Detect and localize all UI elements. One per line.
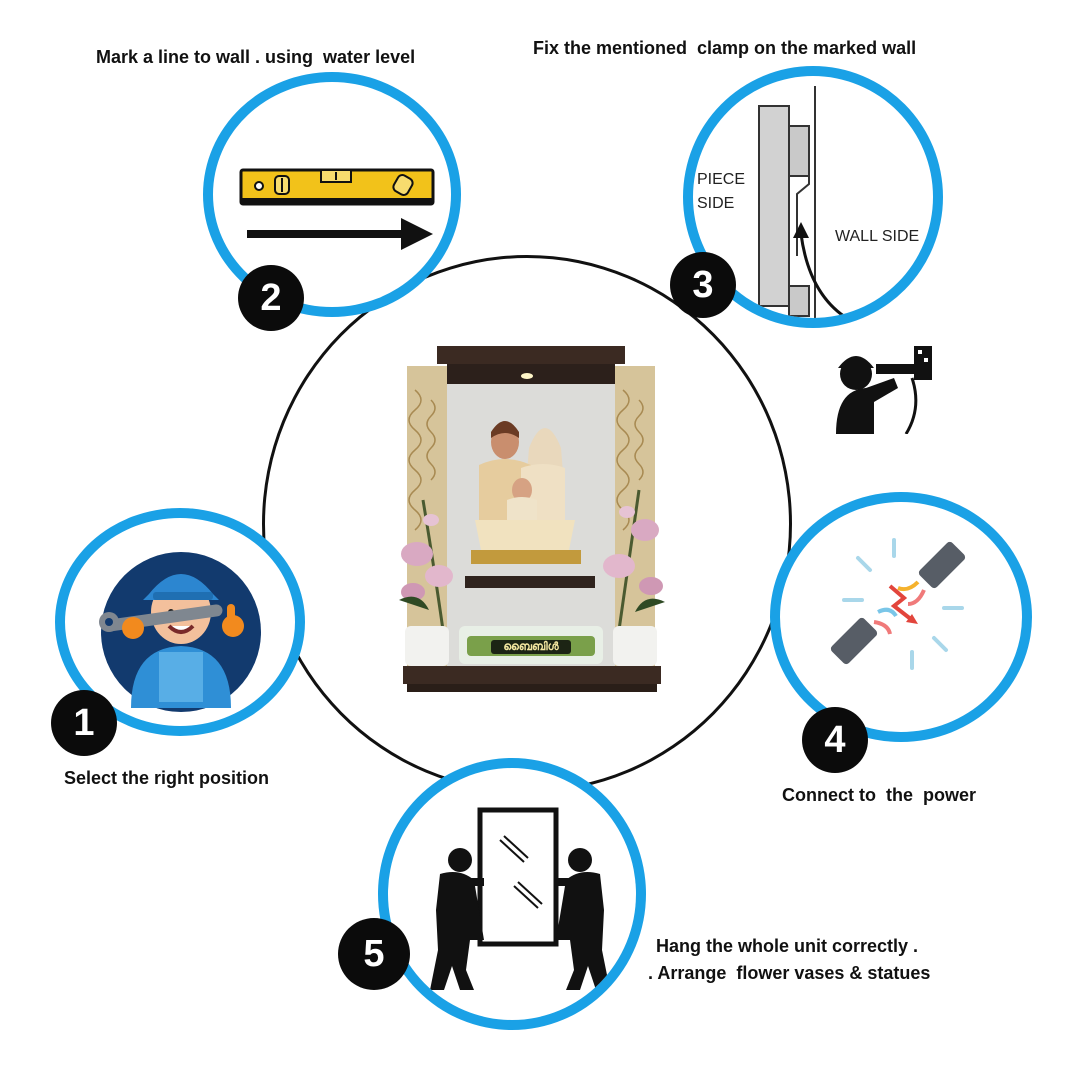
step-5-caption-line1: Hang the whole unit correctly . [656, 936, 919, 956]
spirit-level-icon [239, 168, 435, 250]
altar-product-image: ബൈബിൾ [395, 340, 695, 710]
step-2-caption: Mark a line to wall . using water level [96, 47, 416, 67]
two-people-carrying-frame-icon [430, 807, 610, 990]
piece-side-label-line2: SIDE [697, 195, 735, 212]
wall-clamp-diagram [758, 86, 850, 318]
bible-label: ബൈബിൾ [503, 640, 559, 653]
power-cable-icon [830, 538, 966, 670]
worker-drilling-icon [836, 346, 932, 434]
piece-side-label-line1: PIECE [697, 171, 746, 188]
piece-side-label: PIECE SIDE [697, 168, 745, 216]
step-5-caption-line2: . Arrange flower vases & statues [648, 963, 931, 983]
step-5-circle [378, 758, 646, 1030]
step-5-badge: 5 [338, 918, 410, 990]
step-1-caption: Select the right position [64, 768, 270, 788]
step-4-badge: 4 [802, 707, 868, 773]
step-3-caption: Fix the mentioned clamp on the marked wa… [533, 38, 917, 58]
step-2-badge: 2 [238, 265, 304, 331]
step-3-badge: 3 [670, 252, 736, 318]
wall-side-label: WALL SIDE [835, 228, 920, 245]
step-4-caption: Connect to the power [782, 785, 977, 805]
step-1-badge: 1 [51, 690, 117, 756]
plumber-mascot-icon [99, 552, 261, 712]
step-4-circle [770, 492, 1032, 742]
